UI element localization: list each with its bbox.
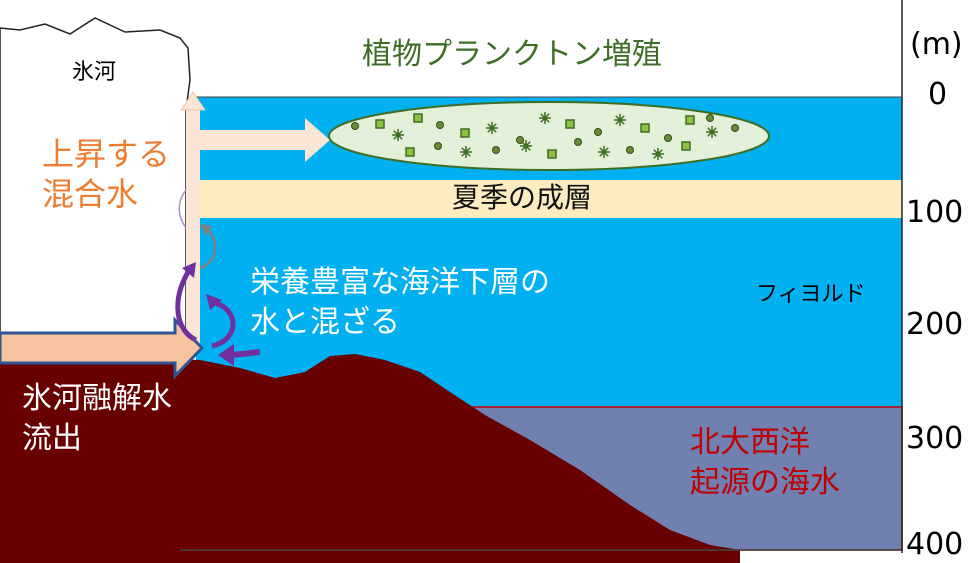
plankton-cell [520, 140, 532, 152]
nutrient-mixing-label-line2: 水と混ざる [250, 305, 400, 340]
fjord-label: フィヨルド [756, 282, 866, 307]
plankton-cell [436, 121, 444, 129]
depth-tick-200: 200 [906, 307, 964, 342]
depth-unit-label: (m) [910, 27, 963, 62]
upwelling-column [186, 110, 200, 345]
upwelling-arrow-head [180, 91, 206, 111]
plankton-cell [539, 112, 551, 124]
mixing-arrow-1 [175, 270, 198, 343]
plankton-cell [574, 138, 582, 146]
mixing-arrow-1-head [182, 262, 196, 278]
plankton-cell [413, 113, 423, 123]
depth-tick-0: 0 [928, 77, 948, 112]
plankton-cell [392, 129, 404, 141]
upwelling-label-line2: 混合水 [42, 175, 139, 213]
plankton-cell [460, 128, 470, 138]
mixing-arrow-3 [231, 349, 261, 358]
plankton-cell [652, 148, 664, 160]
plankton-cells [351, 112, 739, 160]
plankton-cell [664, 134, 672, 142]
seabed [0, 354, 740, 563]
plankton-cell [405, 147, 415, 157]
mixing-arrow-3-head [218, 344, 234, 366]
plankton-cell [685, 115, 695, 125]
meltwater-label-line1: 氷河融解水 [22, 381, 172, 416]
mixing-arrow-2-head [206, 294, 222, 310]
mixing-arrow-4 [199, 227, 217, 270]
depth-tick-300: 300 [906, 421, 964, 456]
meltwater-arrow [0, 316, 205, 380]
plankton-cell [434, 142, 442, 150]
plankton-cell [460, 146, 472, 158]
phytoplankton-bloom-label: 植物プランクトン増殖 [362, 37, 662, 72]
arrow-to-bloom [200, 118, 330, 162]
depth-tick-400: 400 [906, 527, 964, 562]
mixing-arrow-2 [211, 299, 236, 349]
atlantic-water-label-line2: 起源の海水 [690, 465, 840, 500]
upwelling-label-line1: 上昇する [42, 135, 171, 173]
nutrient-mixing-label-line1: 栄養豊富な海洋下層の [250, 265, 550, 300]
stratification-layer [196, 180, 902, 218]
plankton-cell [516, 136, 524, 144]
plankton-cell [681, 141, 691, 151]
atlantic-water-label-line1: 北大西洋 [690, 425, 810, 460]
plankton-cell [547, 149, 557, 159]
plankton-cell [614, 114, 626, 126]
plankton-cell [375, 119, 385, 129]
plankton-cell [706, 114, 714, 122]
plankton-cell [565, 119, 575, 129]
plankton-cell [598, 146, 610, 158]
glacier-label: 氷河 [72, 60, 117, 85]
plankton-cell [706, 126, 718, 138]
plankton-cell [626, 146, 634, 154]
summer-stratification-label: 夏季の成層 [452, 181, 593, 214]
plankton-cell [351, 122, 359, 130]
plankton-cell [486, 122, 498, 134]
mixing-arrow-5 [178, 189, 187, 229]
plankton-cell [492, 146, 500, 154]
plankton-cell [640, 123, 650, 133]
phytoplankton-bloom [328, 101, 770, 171]
mixing-arrow-4-head [200, 224, 212, 236]
plankton-cell [594, 128, 602, 136]
depth-tick-100: 100 [906, 195, 964, 230]
plankton-cell [731, 124, 739, 132]
meltwater-label-line2: 流出 [22, 421, 82, 456]
